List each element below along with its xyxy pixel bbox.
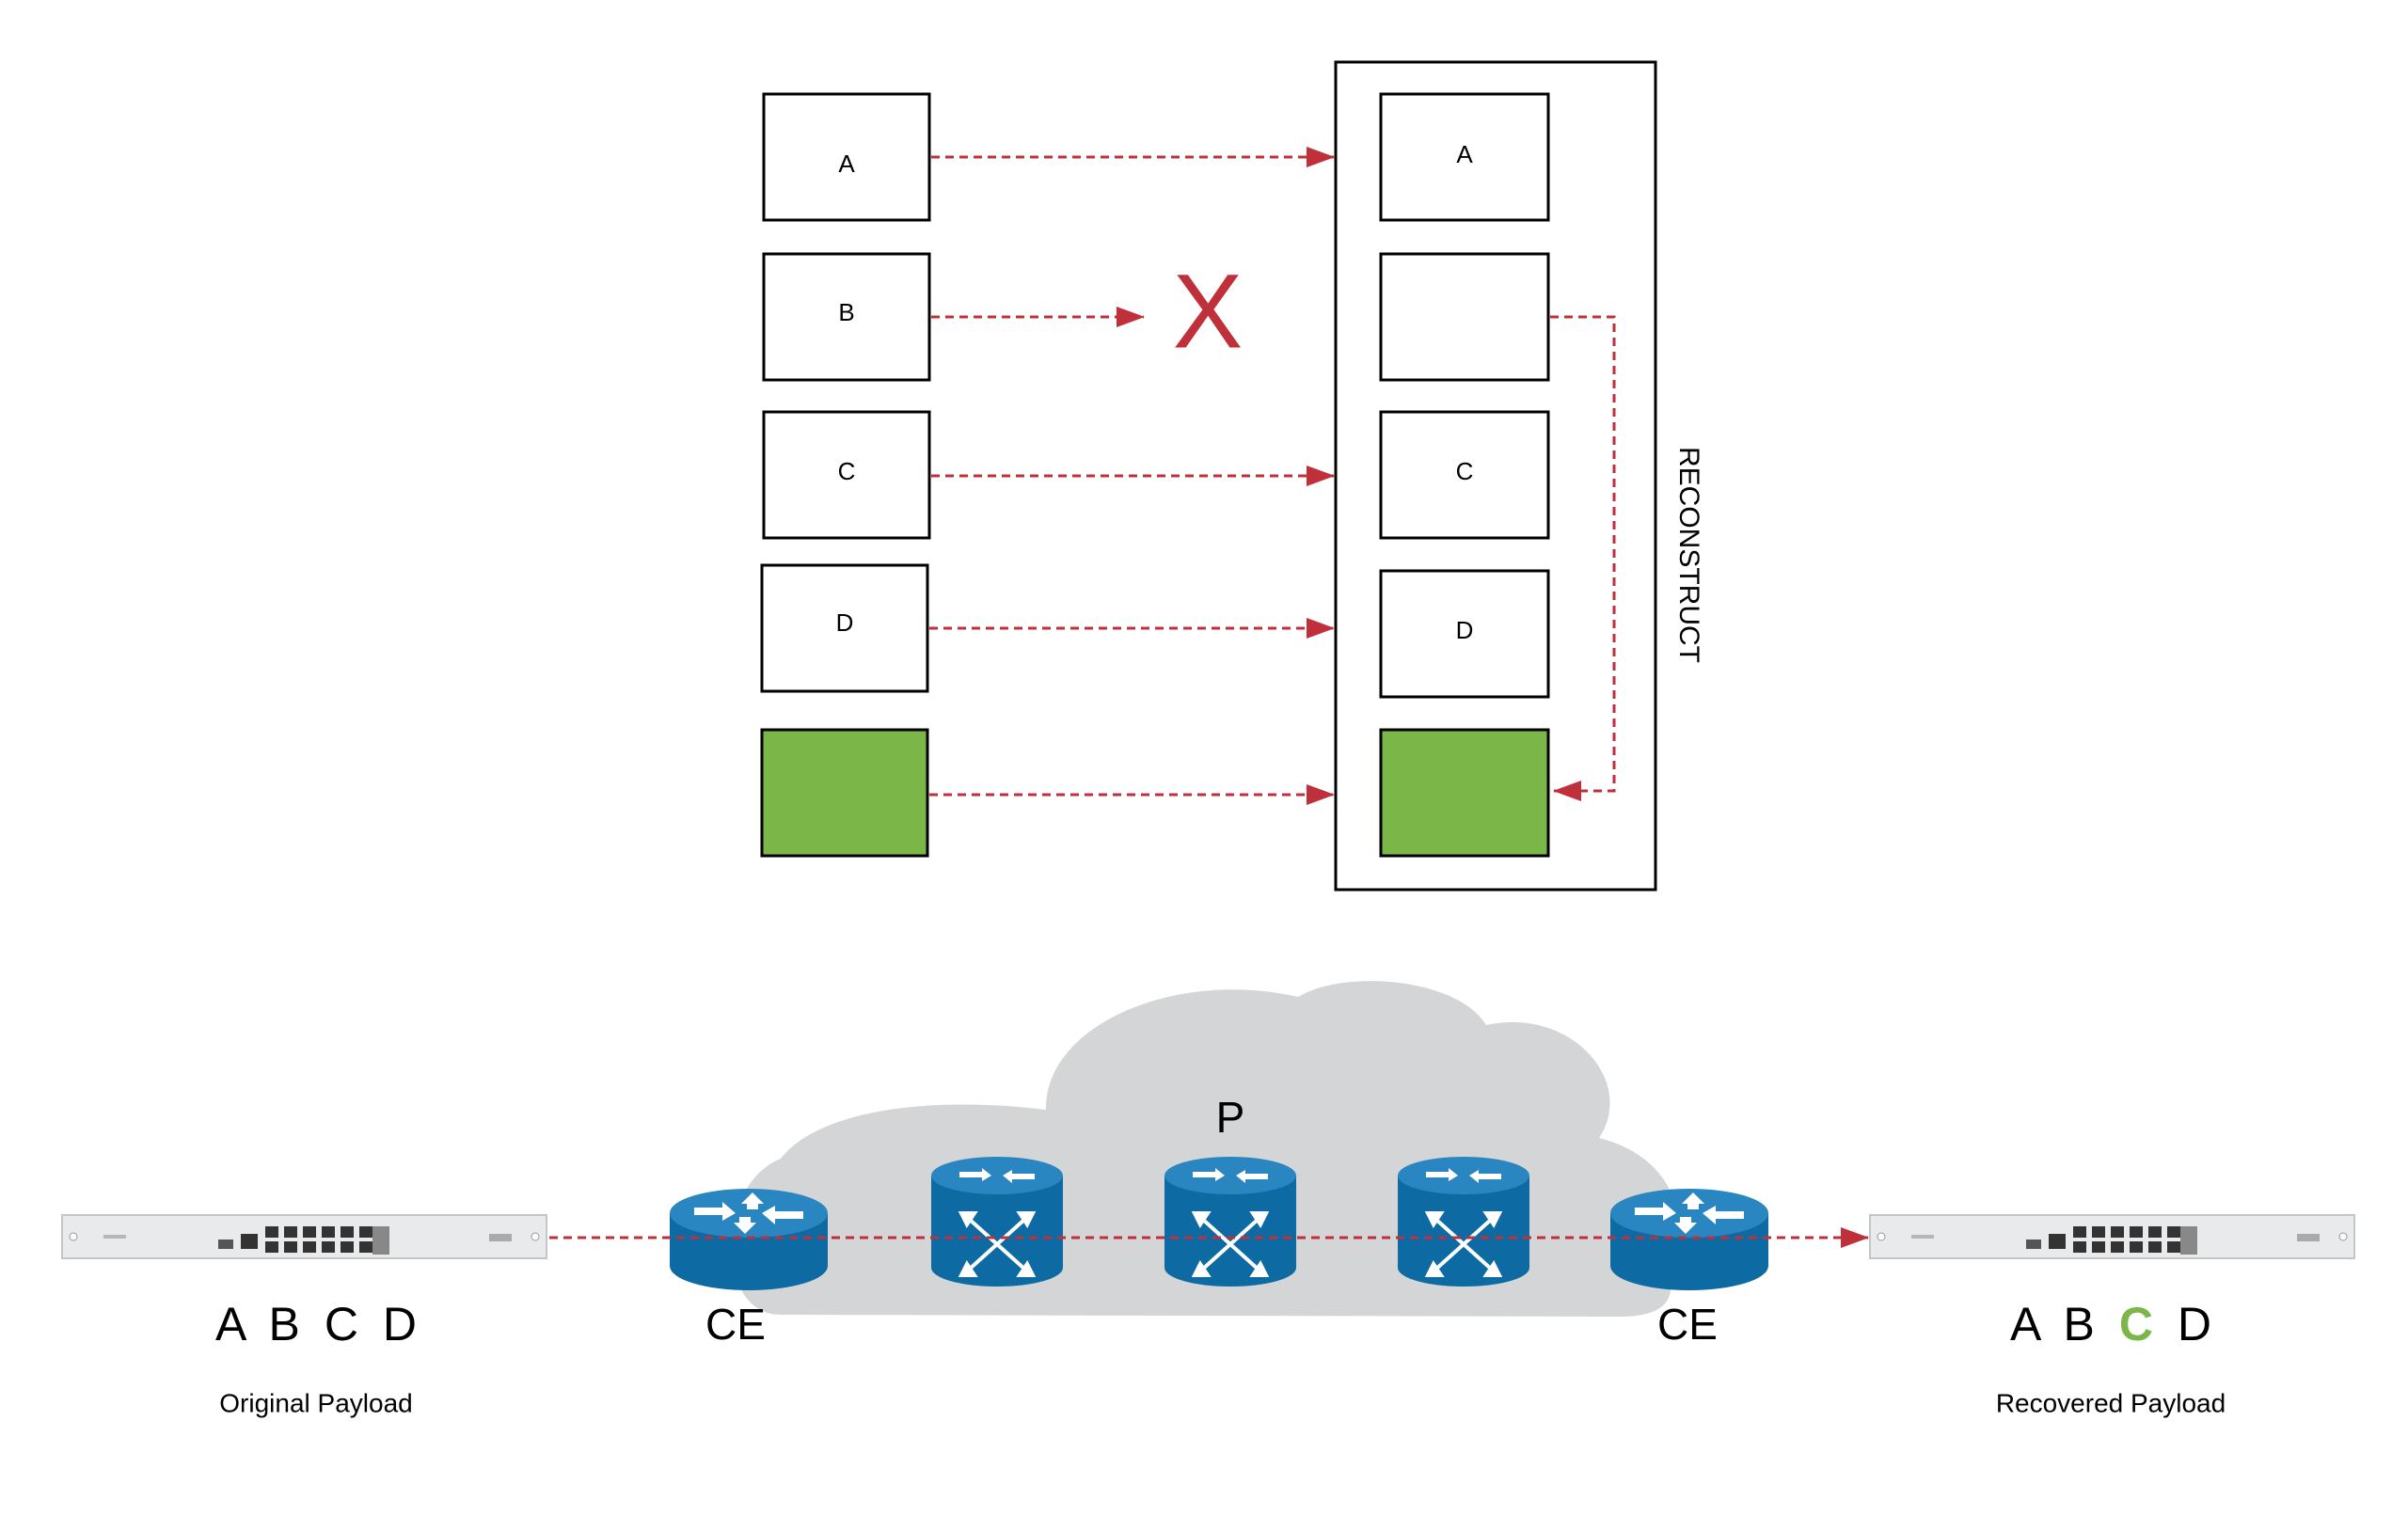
sender-block-a: A (762, 92, 931, 222)
sender-parity-block (760, 728, 929, 858)
ce-router-right-icon (1610, 1189, 1768, 1290)
lost-packet-mark: X (1173, 253, 1244, 371)
receiver-block-label: A (1456, 140, 1473, 168)
payload-letter: D (2178, 1298, 2211, 1350)
recovered-payload-caption: Recovered Payload (1996, 1388, 2226, 1417)
p-switch-3-icon (1398, 1157, 1529, 1287)
receiver-block-label: C (1456, 457, 1474, 485)
receiver-block-label: D (1456, 616, 1474, 644)
payload-letter: B (269, 1298, 300, 1350)
sender-block-c: C (762, 410, 931, 540)
reconstruct-label: RECONSTRUCT (1673, 447, 1704, 663)
p-switch-2-icon (1164, 1157, 1296, 1287)
receiver-container (1334, 60, 1657, 892)
payload-letter: D (383, 1298, 417, 1350)
receiver-block-b-missing (1379, 252, 1550, 382)
sender-block-group: A B C D (760, 92, 931, 858)
ce-right-label: CE (1657, 1300, 1718, 1349)
payload-letter: B (2064, 1298, 2095, 1350)
provider-core-label: P (1216, 1093, 1245, 1142)
sender-block-label: C (838, 457, 856, 485)
recovered-payload-letter: C (2119, 1298, 2153, 1350)
right-appliance (1869, 1214, 2355, 1259)
sender-block-d: D (760, 563, 929, 693)
receiver-block-a: A (1379, 92, 1550, 222)
left-appliance (61, 1214, 547, 1259)
sender-block-label: B (838, 298, 854, 326)
sender-block-b: B (762, 252, 931, 382)
original-payload-caption: Original Payload (219, 1388, 412, 1417)
payload-letter: A (2010, 1298, 2042, 1350)
payload-letter: A (215, 1298, 247, 1350)
receiver-block-group: A C D (1379, 92, 1550, 858)
receiver-block-d: D (1379, 569, 1550, 699)
ce-router-left-icon (670, 1189, 828, 1290)
sender-block-label: A (838, 150, 855, 178)
p-switch-1-icon (931, 1157, 1063, 1287)
receiver-block-c: C (1379, 410, 1550, 540)
original-payload-letters: A B C D (215, 1298, 417, 1350)
payload-letter: C (325, 1298, 358, 1350)
sender-block-label: D (836, 608, 854, 637)
reconstruct-arrow (1550, 315, 1616, 801)
transfer-arrows (929, 147, 1335, 805)
recovered-payload-letters: A B C D (2010, 1298, 2211, 1350)
receiver-parity-block (1379, 728, 1550, 858)
ce-left-label: CE (705, 1300, 766, 1349)
